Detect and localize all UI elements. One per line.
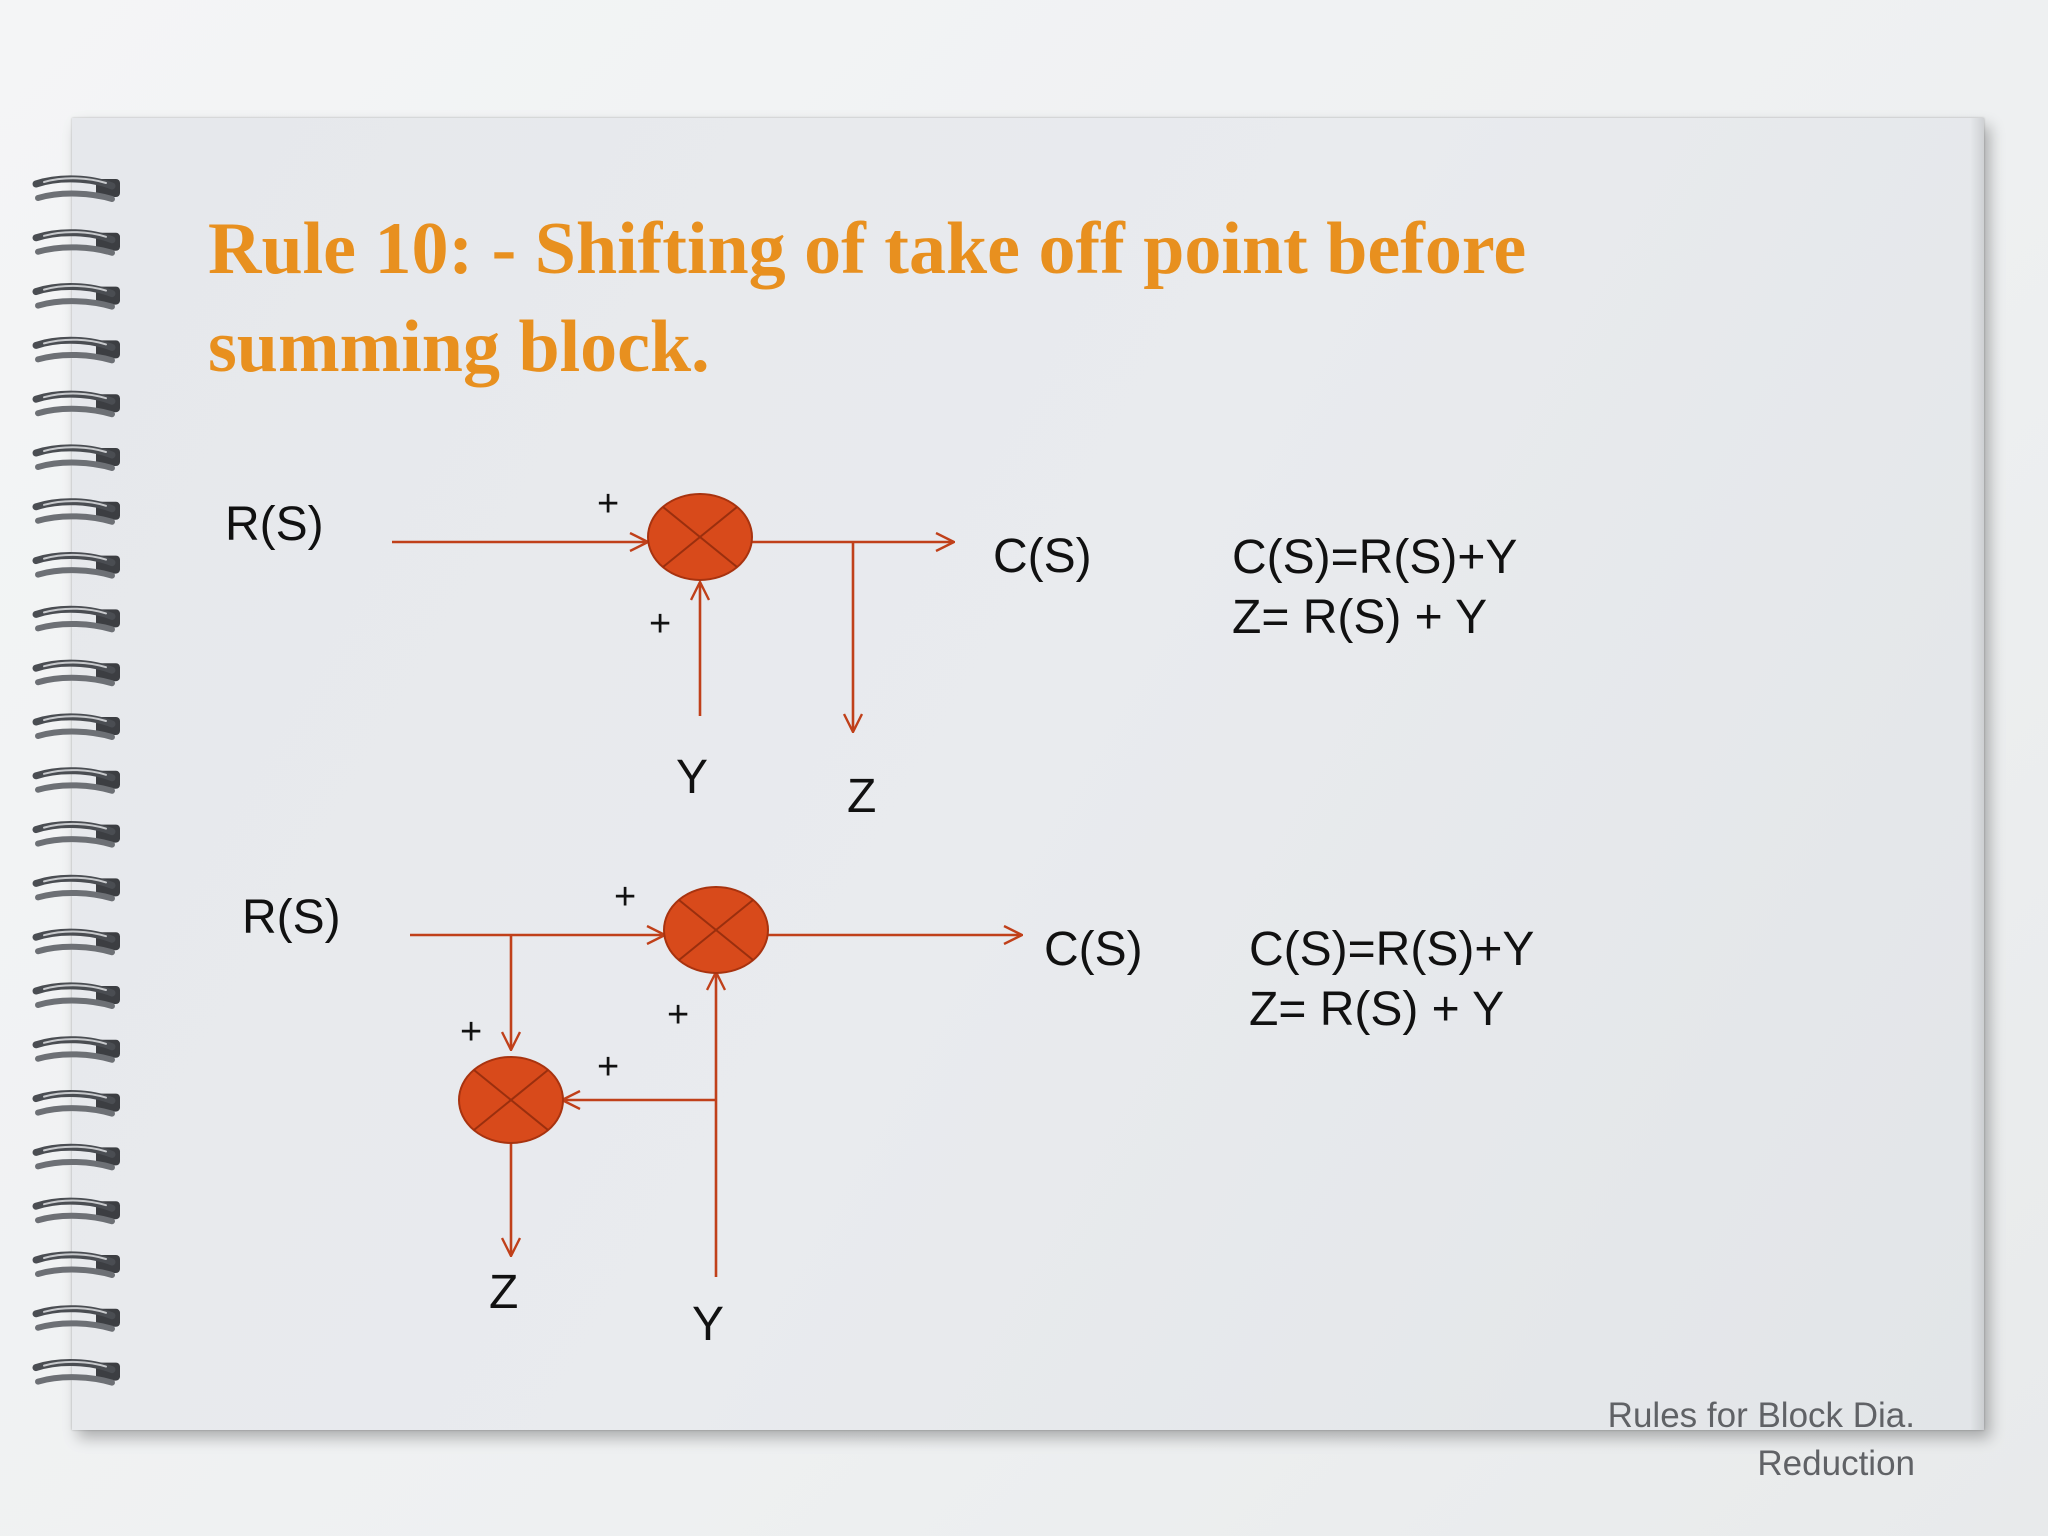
spiral-ring <box>32 982 120 1009</box>
spiral-ring <box>32 605 120 633</box>
top-y-label: Y <box>676 751 708 804</box>
spiral-ring <box>32 229 120 256</box>
top-diagram: R(S) C(S) + + Y Z C(S)=R(S)+Y Z= R(S) + … <box>225 483 1517 823</box>
bottom-diagram: R(S) C(S) + + + + Y Z C(S)=R(S)+Y Z= R(S… <box>242 876 1534 1351</box>
spiral-ring <box>32 552 120 579</box>
spiral-ring <box>32 821 120 848</box>
spiral-ring <box>32 874 120 902</box>
top-z-label: Z <box>847 770 876 823</box>
notebook-page <box>72 118 1984 1430</box>
footer-line-1: Rules for Block Dia. <box>1607 1396 1915 1435</box>
spiral-ring <box>32 928 120 956</box>
bottom-z-label: Z <box>489 1266 518 1319</box>
footer-line-2: Reduction <box>1757 1444 1915 1483</box>
top-equation-2: Z= R(S) + Y <box>1232 591 1487 644</box>
bottom-input-label: R(S) <box>242 891 341 944</box>
bottom-aux-summing-junction <box>458 1056 564 1144</box>
bottom-plus-main-top: + <box>614 876 636 918</box>
spiral-ring <box>32 1090 120 1117</box>
bottom-output-label: C(S) <box>1044 923 1143 976</box>
top-input-label: R(S) <box>225 498 324 551</box>
spiral-ring <box>32 1251 120 1278</box>
spiral-ring <box>32 659 120 687</box>
slide-footer: Rules for Block Dia. Reduction <box>1315 1392 1915 1488</box>
spiral-ring <box>32 390 120 418</box>
bottom-y-label: Y <box>692 1298 724 1351</box>
top-plus-bottom: + <box>649 603 671 645</box>
bottom-equation-1: C(S)=R(S)+Y <box>1249 923 1534 976</box>
spiral-ring <box>32 283 120 310</box>
spiral-ring <box>32 767 120 794</box>
spiral-ring <box>32 336 120 364</box>
top-plus-top: + <box>597 483 619 525</box>
spiral-ring <box>32 1359 120 1386</box>
spiral-ring <box>32 1197 120 1225</box>
spiral-ring <box>32 498 120 525</box>
top-summing-junction <box>647 493 753 581</box>
spiral-ring <box>32 175 120 202</box>
spiral-ring <box>32 444 120 471</box>
bottom-plus-aux-right: + <box>597 1046 619 1088</box>
spiral-binding <box>32 175 120 1386</box>
spiral-ring <box>32 713 120 740</box>
bottom-plus-main-bottom: + <box>667 994 689 1036</box>
bottom-plus-aux-top: + <box>460 1011 482 1053</box>
title-line-1: Rule 10: - Shifting of take off point be… <box>208 208 1527 290</box>
spiral-ring <box>32 1305 120 1332</box>
top-output-label: C(S) <box>993 530 1092 583</box>
bottom-main-summing-junction <box>663 886 769 974</box>
bottom-equation-2: Z= R(S) + Y <box>1249 983 1504 1036</box>
slide-title: Rule 10: - Shifting of take off point be… <box>208 200 1768 396</box>
top-equation-1: C(S)=R(S)+Y <box>1232 531 1517 584</box>
spiral-ring <box>32 1143 120 1171</box>
spiral-ring <box>32 1036 120 1063</box>
title-line-2: summing block. <box>208 306 710 388</box>
